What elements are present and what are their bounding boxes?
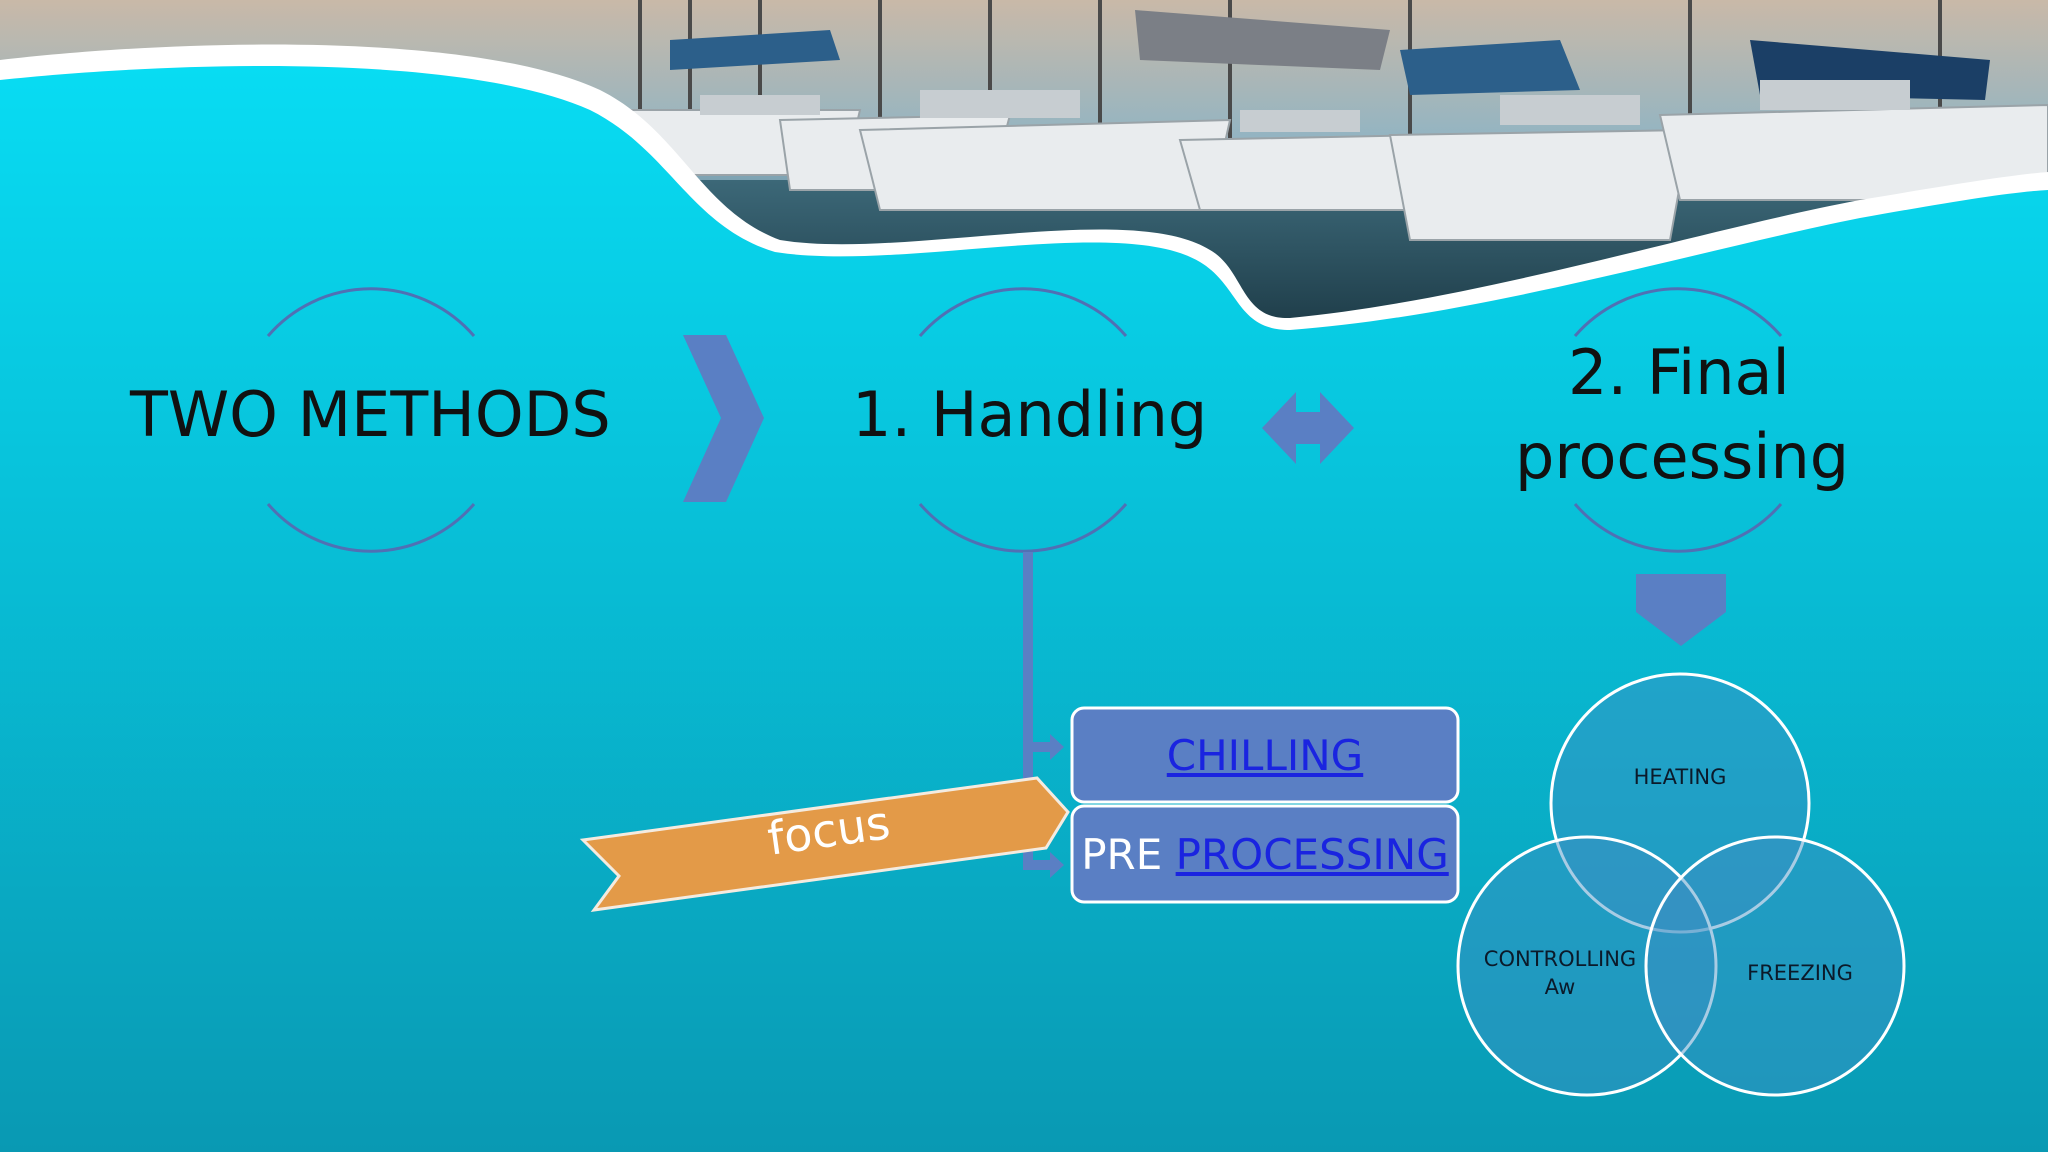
chevron-right-icon (683, 335, 764, 502)
pre-prefix-text: PRE (1081, 829, 1176, 879)
double-arrow-icon (1262, 392, 1354, 464)
pre-processing-box (1070, 804, 1460, 904)
venn-controlling-line1: CONTROLLING (1483, 947, 1637, 971)
focus-callout (579, 776, 1070, 912)
down-arrow-icon (1636, 574, 1726, 646)
step-handling-label: 1. Handling (852, 378, 1208, 451)
venn-controlling-label: CONTROLLING Aw (1470, 945, 1650, 1001)
pre-processing-label: PRE PROCESSING (1072, 806, 1458, 902)
venn-freezing-label: FREEZING (1747, 961, 1853, 985)
circle-arcs (266, 287, 1783, 553)
step-final-label-line1: 2. Final (1568, 336, 1790, 409)
venn-controlling-line2: Aw (1544, 975, 1576, 999)
chilling-label: CHILLING (1072, 708, 1458, 802)
step-final-label-line2: processing (1515, 420, 1850, 493)
slide-title: TWO METHODS (130, 378, 611, 451)
processing-link[interactable]: PROCESSING (1175, 829, 1449, 879)
handling-connector (1023, 552, 1064, 878)
venn-diagram (1456, 672, 1906, 1097)
chilling-box (1070, 706, 1460, 804)
venn-heating-label: HEATING (1633, 765, 1727, 789)
chilling-link[interactable]: CHILLING (1166, 730, 1364, 780)
